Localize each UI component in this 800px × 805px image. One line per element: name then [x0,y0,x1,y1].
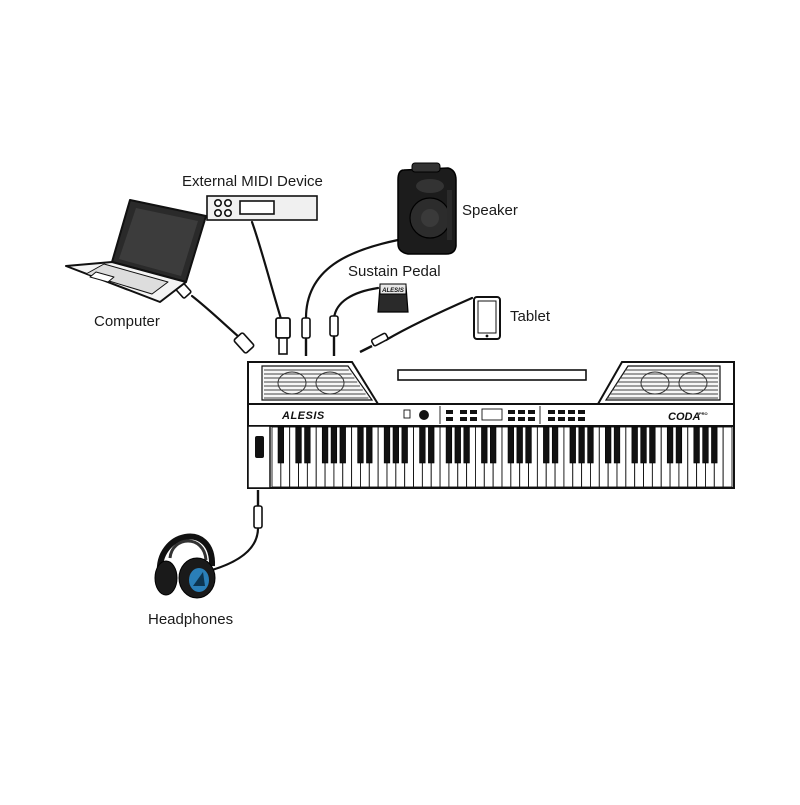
keyboard-model-text: CODA [668,411,700,423]
tablet-cable [384,296,474,342]
label-external-midi: External MIDI Device [182,173,323,190]
black-key [339,426,346,464]
black-key [445,426,453,464]
black-key [507,426,514,464]
sustain-pedal-icon: ALESIS [377,283,409,313]
panel-button [460,410,467,414]
black-key [383,426,391,464]
black-key [666,426,674,464]
panel-button [568,410,575,414]
black-key [481,426,488,464]
label-tablet: Tablet [510,308,551,325]
panel-button [460,417,467,421]
labels: External MIDI Device Speaker Sustain Ped… [94,173,551,628]
black-key [587,426,594,464]
black-keys [277,426,718,464]
black-key [702,426,709,464]
black-key [711,426,718,464]
panel-button [548,410,555,414]
black-key [277,426,284,464]
panel-button [568,417,575,421]
keyboard-brand-text: ALESIS [281,410,325,422]
tablet-icon [473,296,501,340]
panel-button [558,410,565,414]
sustain-cable [332,286,380,320]
panel-button [518,410,525,414]
panel-button [528,417,535,421]
black-key [366,426,373,464]
black-key [569,426,576,464]
black-key [419,426,426,464]
black-key [392,426,399,464]
black-key [551,426,559,464]
panel-button [470,417,477,421]
black-key [428,426,435,464]
panel-button [558,417,565,421]
panel-button [446,410,453,414]
black-key [631,426,638,464]
black-key [525,426,532,464]
label-speaker: Speaker [462,202,518,219]
midi-cable [250,220,284,324]
white-key [722,426,733,488]
jack-plug-headphones [253,490,263,529]
headphone-cable [210,526,260,572]
panel-button [508,410,515,414]
panel-button [518,417,525,421]
control-panel-buttons [403,406,541,424]
black-key [463,426,470,464]
panel-button [578,417,585,421]
usb-plug-computer [174,281,255,354]
panel-button-grid [446,410,585,421]
black-key [454,426,461,464]
panel-button [528,410,535,414]
black-key [516,426,523,464]
black-key [401,426,408,464]
panel-button [508,417,515,421]
panel-button [548,417,555,421]
black-key [578,426,585,464]
speaker-cable [304,238,400,322]
black-key [321,426,329,464]
black-key [357,426,364,464]
speaker-icon [397,162,457,255]
black-key [613,426,621,464]
black-key [295,426,302,464]
jack-plug-speaker [301,317,311,356]
headphones-icon [154,533,216,599]
pedal-brand-text: ALESIS [381,288,404,294]
keyboard-model-suffix: PRO [699,411,708,416]
black-key [605,426,612,464]
black-key [640,426,647,464]
midi-device-icon [206,195,318,221]
speaker-cones [277,371,708,395]
black-key [304,426,311,464]
label-computer: Computer [94,313,160,330]
black-key [330,426,338,464]
black-key [649,426,656,464]
black-key [675,426,683,464]
panel-button [470,410,477,414]
black-key [543,426,550,464]
black-key [490,426,497,464]
label-headphones: Headphones [148,611,233,628]
laptop-icon [65,199,207,303]
black-key [693,426,700,464]
panel-button [578,410,585,414]
keyboard-icon: ALESIS CODA PRO [247,361,735,489]
jack-plug-sustain [329,315,339,356]
label-sustain-pedal: Sustain Pedal [348,263,441,280]
usb-plug-keyboard [275,317,291,355]
jack-plug-tablet [359,332,389,354]
panel-button [446,417,453,421]
